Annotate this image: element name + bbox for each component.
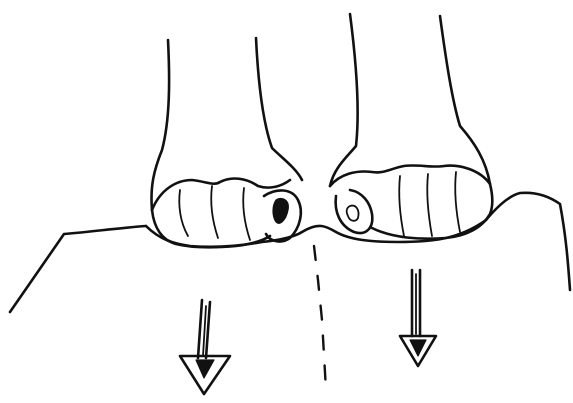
right-finger-2 [427,174,432,236]
paper-top-edge-under-hands [146,220,486,247]
left-arm-inner [256,38,302,180]
left-fist-bottom [152,210,270,247]
left-arrow-head-fill [196,360,214,378]
left-arm-outer [151,40,169,210]
paper-right-edge [486,193,570,290]
right-finger-3 [455,172,460,232]
right-arm-outer [330,14,358,186]
right-thumbnail [347,206,359,221]
left-arrow-shaft-a [198,300,202,358]
paper-left-edge [10,226,146,312]
left-finger-2 [211,186,218,238]
right-fist [330,14,492,239]
right-fist-bottom [372,184,492,239]
right-down-arrow [400,270,436,366]
right-arm-inner [440,16,490,184]
paper-sheet [10,193,570,312]
right-knuckles [330,165,490,186]
left-down-arrow [180,300,230,394]
dashed-tear-line [314,246,326,390]
left-thumbnail [273,198,288,223]
right-finger-1 [399,176,404,236]
left-finger-1 [179,190,188,236]
left-fist [151,38,302,247]
right-thumb [336,190,373,233]
left-finger-3 [243,188,250,240]
right-arrow-head-fill [410,340,426,356]
